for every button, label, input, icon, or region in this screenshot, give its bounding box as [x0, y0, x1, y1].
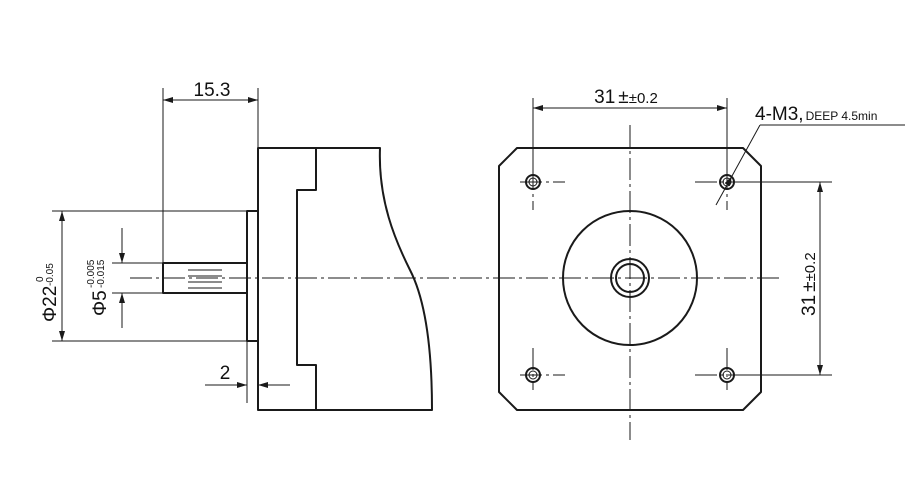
shaft-diameter-label: Φ5 — [90, 290, 111, 316]
shaft-diameter-dimension: Φ5 -0.005 -0.015 — [86, 228, 163, 328]
hole-spacing-horizontal-label: 31±±0.2 — [594, 87, 658, 108]
flange-thickness-label: 2 — [220, 363, 231, 384]
front-view: 31±±0.2 31±±0.2 4-M3,DEEP 4.5min — [498, 87, 905, 440]
hole-spacing-vertical-dimension: 31±±0.2 — [740, 181, 832, 376]
mounting-hole-top-left — [520, 168, 565, 210]
pilot-boss-circle — [562, 210, 698, 346]
shaft-tolerance-upper: -0.005 — [86, 259, 97, 288]
hole-spacing-horizontal-dimension: 31±±0.2 — [532, 87, 728, 175]
shaft-end-outer — [610, 258, 650, 298]
shaft-length-dimension: 15.3 — [162, 80, 259, 263]
mounting-hole-bottom-right — [695, 348, 740, 390]
side-view: 15.3 2 Φ22 0 -0.05 — [35, 80, 433, 411]
boss-flange — [246, 210, 259, 342]
boss-tolerance-upper: 0 — [35, 276, 46, 282]
flange-thickness-dimension: 2 — [205, 341, 290, 403]
hole-callout-label: 4-M3,DEEP 4.5min — [755, 104, 877, 125]
front-frame — [498, 147, 762, 411]
motor-body-outline — [257, 147, 433, 411]
shaft-length-label: 15.3 — [194, 80, 231, 101]
mounting-hole-bottom-left — [520, 348, 565, 390]
boss-tolerance-lower: -0.05 — [45, 263, 56, 286]
boss-diameter-label: Φ22 — [40, 286, 61, 322]
boss-diameter-dimension: Φ22 0 -0.05 — [35, 210, 247, 342]
hole-spacing-vertical-label: 31±±0.2 — [799, 252, 820, 316]
shaft-flat-marks — [188, 269, 222, 289]
shaft-tolerance-lower: -0.015 — [96, 259, 107, 288]
hole-callout: 4-M3,DEEP 4.5min — [715, 104, 905, 206]
end-cap-profile — [296, 148, 317, 410]
shaft-end-inner — [615, 263, 645, 293]
